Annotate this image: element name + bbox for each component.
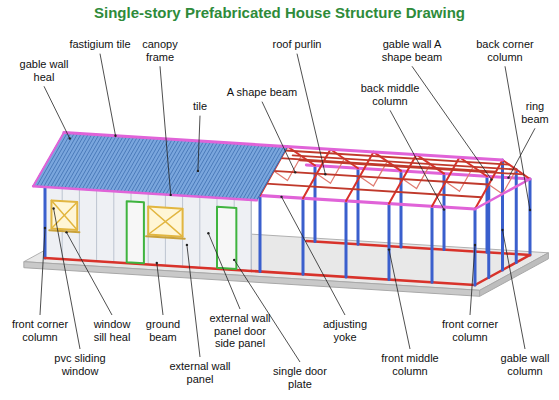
roof-purlin <box>258 183 482 197</box>
panel-joint <box>96 186 97 260</box>
leader-line <box>44 86 70 138</box>
callout-label: external wall panel door side panel <box>205 312 275 350</box>
callout-label: adjusting yoke <box>317 318 373 343</box>
callout-label: window sill heal <box>86 318 138 343</box>
leader-line <box>297 54 325 175</box>
leader-tip <box>490 178 492 180</box>
callout-label: ground beam <box>143 318 183 343</box>
callout-label: ring beam <box>518 100 552 125</box>
leader-tip <box>69 137 71 139</box>
callout-label: fastigium tile <box>65 38 135 51</box>
leader-line <box>67 232 113 315</box>
panel-joint <box>113 187 114 261</box>
leader-tip <box>324 173 326 175</box>
callout-label: gable wall A shape beam <box>374 38 450 63</box>
leader-line <box>198 116 200 171</box>
leader-line <box>389 250 410 349</box>
front-column <box>259 196 262 272</box>
title: Single-story Prefabricated House Structu… <box>0 4 559 21</box>
roof-purlin <box>300 160 524 174</box>
a-shape-brace <box>489 185 503 195</box>
front-column <box>345 201 348 277</box>
leader-tip <box>507 176 509 178</box>
callout-label: external wall panel <box>165 360 235 385</box>
leader-tip <box>388 248 390 250</box>
ground-beam <box>306 241 530 255</box>
leader-line <box>390 110 444 209</box>
leader-line <box>40 228 45 315</box>
leader-line <box>412 66 492 179</box>
callout-label: front middle column <box>375 352 445 377</box>
window-bar <box>148 206 182 236</box>
leader-line <box>505 66 530 210</box>
pvc-sliding-window <box>148 206 182 236</box>
panel-joint <box>79 185 80 259</box>
leader-tip <box>44 227 46 229</box>
leader-line <box>262 102 295 173</box>
leader-line <box>470 245 475 315</box>
leader-line <box>160 66 171 195</box>
panel-joint <box>251 196 252 270</box>
leader-line <box>208 233 240 309</box>
tile-rib <box>250 146 281 200</box>
leader-tip <box>501 229 503 231</box>
leader-tip <box>280 196 282 198</box>
callout-label: canopy frame <box>135 38 185 63</box>
gable-wall-heal <box>33 132 64 186</box>
tile-rib <box>257 147 288 201</box>
callout-label: back middle column <box>356 82 424 107</box>
leader-line <box>282 197 346 315</box>
leader-tip <box>207 232 209 234</box>
front-column <box>431 206 434 282</box>
roof-purlin <box>265 170 489 184</box>
gable-wall-column <box>487 185 490 278</box>
callout-label: front corner column <box>437 318 503 343</box>
callout-label: back corner column <box>472 38 538 63</box>
leader-tip <box>233 259 235 261</box>
roof-purlin <box>272 158 496 172</box>
window-bar <box>51 200 77 230</box>
leader-tip <box>114 135 116 137</box>
single-door-plate <box>217 207 236 269</box>
front-column <box>388 204 391 280</box>
canopy-frame <box>33 186 257 200</box>
gable-wall-column <box>501 160 504 270</box>
panel-joint <box>199 193 200 267</box>
leader-tip <box>156 262 158 264</box>
callout-label: gable wall column <box>496 352 554 377</box>
single-door-plate <box>127 201 144 263</box>
leader-tip <box>529 209 531 211</box>
leader-line <box>509 128 536 177</box>
callout-label: roof purlin <box>272 38 322 51</box>
back-column <box>529 179 532 255</box>
leader-tip <box>197 170 199 172</box>
leader-tip <box>474 244 476 246</box>
callout-label: tile <box>185 100 215 113</box>
leader-tip <box>52 207 54 209</box>
leader-line <box>187 245 200 357</box>
leader-tip <box>170 194 172 196</box>
callout-label: front corner column <box>7 318 73 343</box>
leader-tip <box>443 208 445 210</box>
leader-tip <box>294 171 296 173</box>
leader-tip <box>65 231 67 233</box>
leader-line <box>100 54 116 136</box>
ground-beam <box>251 271 475 285</box>
tile-rib <box>253 146 284 200</box>
pvc-sliding-window <box>51 200 77 230</box>
leader-tip <box>186 244 188 246</box>
callout-label: pvc sliding window <box>48 352 112 377</box>
callout-label: A shape beam <box>223 86 301 99</box>
leader-line <box>157 263 163 315</box>
leader-line <box>503 230 526 349</box>
callout-label: gable wall heal <box>13 58 75 83</box>
window-sill-heal <box>49 230 79 232</box>
callout-label: single door plate <box>268 365 332 390</box>
gable-wall-column <box>515 170 518 263</box>
window-sill-heal <box>146 236 185 238</box>
